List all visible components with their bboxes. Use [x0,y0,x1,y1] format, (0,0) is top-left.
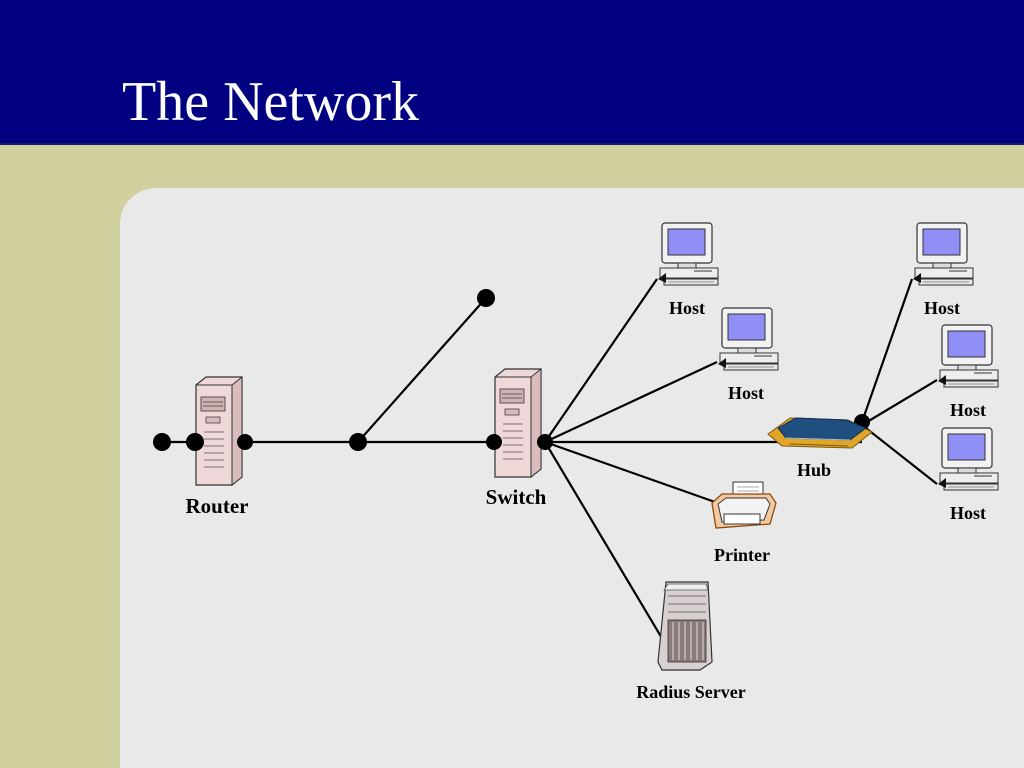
link-switch-radius [544,441,664,641]
hub-icon [767,417,873,449]
content-panel [120,188,1024,768]
node [537,434,553,450]
host-label: Host [950,400,986,420]
switch-label: Switch [486,485,547,509]
switch-icon [494,368,542,478]
node [349,433,367,451]
title-bar: The Network [0,0,1024,145]
host-label: Host [669,298,705,318]
link-branch [357,297,487,443]
link-hub-host-4 [861,379,938,426]
server-icon [657,581,713,671]
node [477,289,495,307]
printer-label: Printer [714,545,770,565]
computer-icon [912,222,974,286]
link-hub-host-3 [860,278,914,423]
node [237,434,253,450]
host-label: Host [728,383,764,403]
link-hub-host-5 [861,424,938,485]
router-label: Router [186,494,249,518]
computer-icon [937,324,999,388]
node [153,433,171,451]
host-label: Host [924,298,960,318]
link-switch-host-1 [544,278,658,443]
computer-icon [937,427,999,491]
link-switch-host-2 [544,361,718,443]
link-switch-printer [544,440,716,504]
connection-nodes [153,289,870,451]
node [186,433,204,451]
node [486,434,502,450]
printer-icon [711,481,777,529]
hub-label: Hub [797,460,831,480]
slide-title: The Network [122,71,420,133]
radius-server-label: Radius Server [636,682,746,702]
router-icon [195,376,243,486]
computer-icon [657,222,719,286]
computer-icon [717,307,779,371]
host-label: Host [950,503,986,523]
